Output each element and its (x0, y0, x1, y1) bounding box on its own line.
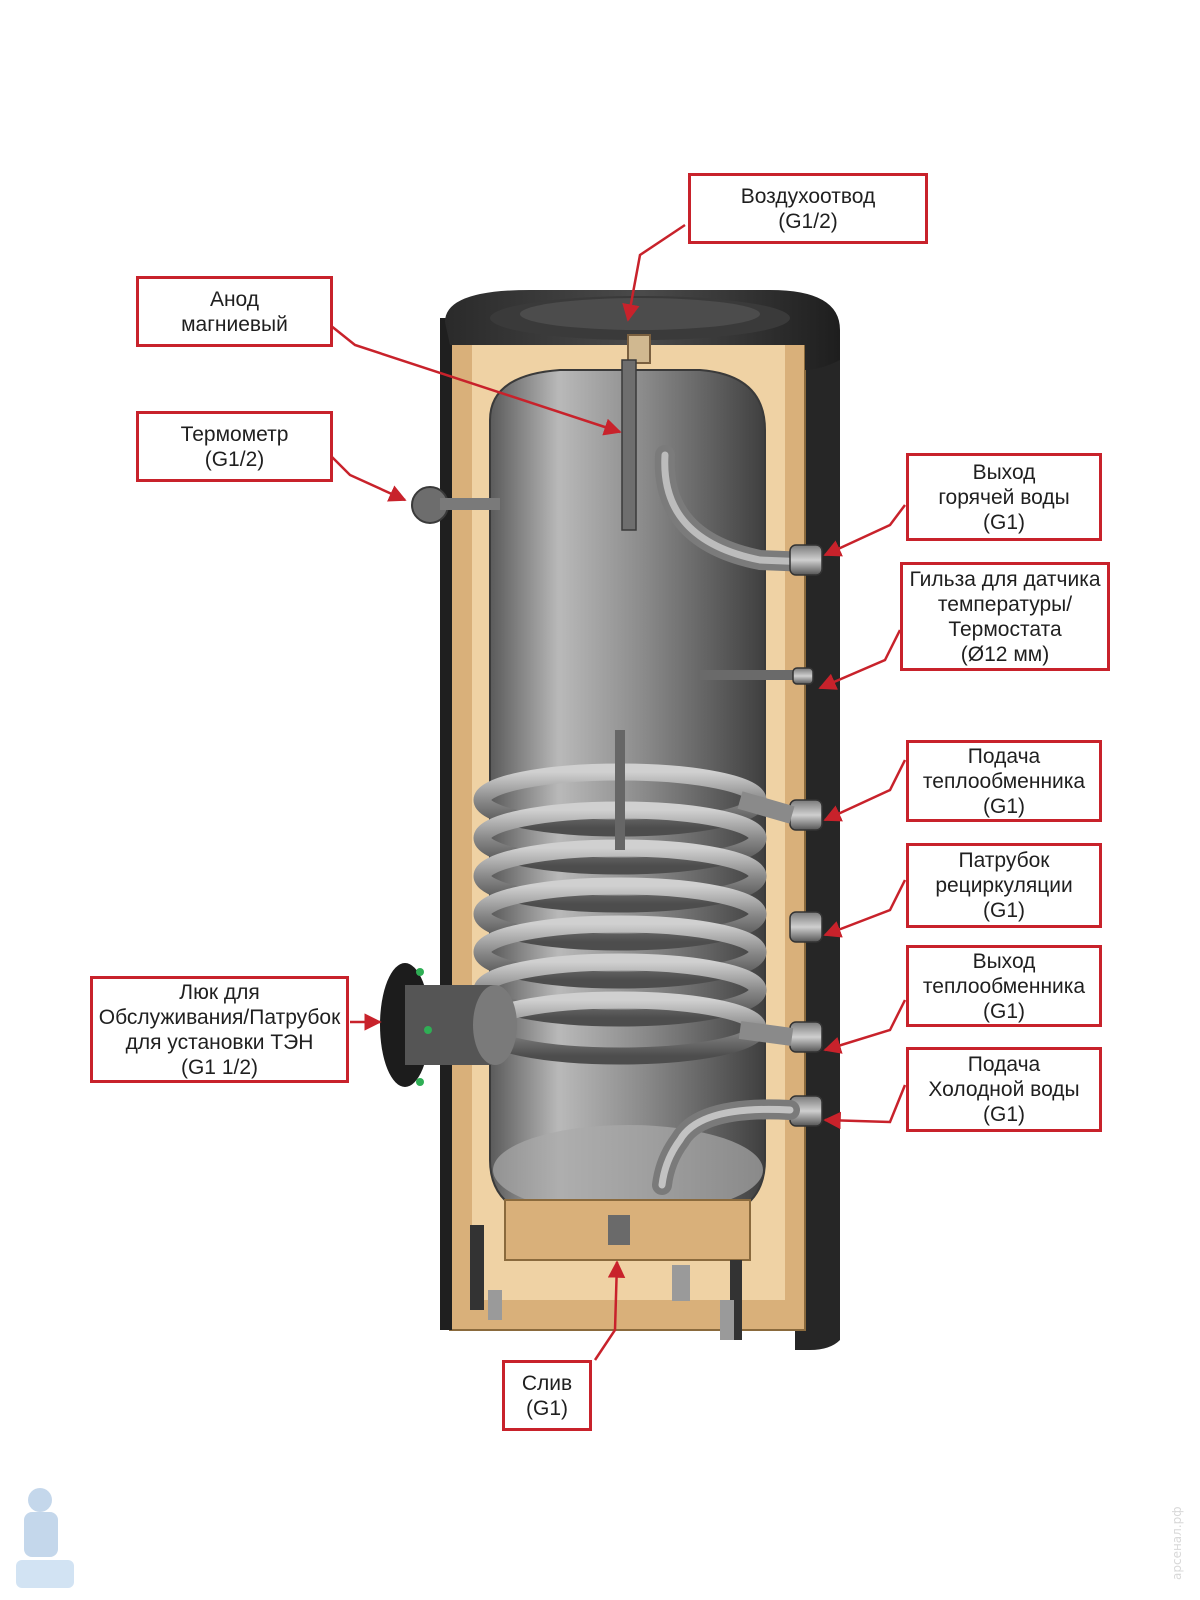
arrow-sensor-sleeve (818, 629, 902, 690)
stub-exchanger-supply (789, 799, 823, 831)
cold-water-pipe-highlight (658, 1105, 794, 1189)
label-exchanger-outlet-line-3: (G1) (983, 999, 1025, 1023)
label-recirculation-line-2: рециркуляции (935, 874, 1073, 897)
arrow-air-vent (622, 223, 686, 322)
left-leg (470, 1225, 484, 1310)
label-drain-line-2: (G1) (526, 1396, 568, 1420)
label-anode-line-1: Анод (209, 287, 260, 311)
label-hot-water-outlet: Выход горячей воды (G1) (906, 453, 1102, 541)
magnesium-anode-rod (621, 359, 637, 531)
logo-head (28, 1488, 52, 1512)
label-exchanger-outlet-line-2: теплообменника (922, 974, 1086, 998)
coil-sensor-blade (615, 730, 625, 850)
right-foot (720, 1300, 734, 1340)
label-service-hatch-line-1: Люк для (179, 980, 260, 1004)
label-service-hatch: Люк для Обслуживания/Патрубок для устано… (90, 976, 349, 1083)
sensor-sleeve-rod (700, 670, 800, 680)
label-sensor-sleeve-line-3: Термостата (948, 617, 1062, 641)
coil-turn (473, 877, 767, 951)
arrow-hot-water (823, 504, 906, 557)
drain-fitting (608, 1215, 630, 1245)
label-service-hatch-line-4: (G1 1/2) (180, 1055, 259, 1079)
watermark: арсенал.рф (1170, 1480, 1194, 1590)
label-drain: Слив (G1) (502, 1360, 592, 1431)
label-sensor-sleeve-line-2: температуры/ (937, 592, 1073, 616)
stub-sensor (792, 667, 814, 685)
arrow-exchanger-outlet (823, 999, 907, 1054)
boiler-illustration (380, 290, 840, 1350)
outer-casing-left-edge (440, 318, 452, 1330)
label-exchanger-supply: Подача теплообменника (G1) (906, 740, 1102, 822)
label-hot-water-outlet-line-2: горячей воды (938, 485, 1070, 509)
label-recirculation-line-3: (G1) (983, 899, 1025, 922)
label-thermometer-line-2: (G1/2) (204, 447, 265, 471)
outer-casing-back (795, 330, 840, 1350)
right-connection-stubs (652, 544, 823, 1195)
label-hot-water-outlet-line-1: Выход (972, 460, 1036, 484)
label-drain-line-1: Слив (521, 1371, 573, 1395)
label-exchanger-outlet: Выход теплообменника (G1) (906, 945, 1102, 1027)
watermark-text: арсенал.рф (1170, 1506, 1184, 1580)
arrow-exchanger-supply (823, 759, 907, 822)
service-hatch (380, 963, 517, 1087)
stub-recirculation (789, 911, 823, 943)
label-recirculation-line-1: Патрубок (958, 849, 1050, 872)
label-recirculation: Патрубок рециркуляции (G1) (906, 843, 1102, 928)
label-exchanger-outlet-line-1: Выход (972, 949, 1036, 973)
label-cold-water-supply: Подача Холодной воды (G1) (906, 1047, 1102, 1132)
left-foot (488, 1290, 502, 1320)
label-service-hatch-line-3: для установки ТЭН (125, 1030, 314, 1054)
coil-outlet-pipe (738, 1021, 794, 1046)
label-sensor-sleeve: Гильза для датчика температуры/ Термоста… (900, 562, 1110, 671)
logo-base (16, 1560, 74, 1588)
logo-body (24, 1512, 58, 1557)
label-exchanger-supply-line-2: теплообменника (922, 769, 1086, 793)
lid-top-disc-inner (520, 298, 760, 330)
label-exchanger-supply-line-3: (G1) (983, 794, 1025, 818)
label-air-vent-line-2: (G1/2) (778, 209, 838, 233)
label-cold-water-supply-line-2: Холодной воды (928, 1078, 1080, 1101)
label-thermometer: Термометр (G1/2) (136, 411, 333, 482)
label-sensor-sleeve-line-4: (Ø12 мм) (960, 642, 1050, 666)
arrow-anode (329, 324, 622, 436)
coil-turn (473, 915, 767, 989)
label-sensor-sleeve-line-1: Гильза для датчика (909, 567, 1101, 591)
label-hot-water-outlet-line-3: (G1) (983, 510, 1025, 534)
label-cold-water-supply-line-3: (G1) (983, 1103, 1025, 1126)
arrow-recirculation (823, 879, 907, 938)
thermometer-stem (440, 498, 500, 510)
arrow-drain (593, 1260, 626, 1361)
label-air-vent-line-1: Воздухоотвод (740, 184, 876, 208)
hatch-bolt (416, 1078, 424, 1086)
tank-bottom-dome (493, 1125, 763, 1215)
label-air-vent: Воздухоотвод (G1/2) (688, 173, 928, 244)
hatch-bolt (424, 1026, 432, 1034)
label-exchanger-supply-line-1: Подача (967, 744, 1041, 768)
plumber-logo (16, 1488, 74, 1588)
coil-inlet-pipe (737, 791, 795, 824)
label-anode-line-2: магниевый (181, 312, 288, 336)
label-cold-water-supply-line-1: Подача (967, 1053, 1041, 1076)
label-thermometer-line-1: Термометр (180, 422, 289, 446)
hatch-neck-end (473, 985, 517, 1065)
arrow-thermometer (329, 454, 407, 502)
callout-arrows (329, 223, 907, 1361)
label-anode: Анод магниевый (136, 276, 333, 347)
middle-foot (672, 1265, 690, 1301)
coil-heat-exchanger (473, 730, 767, 1065)
air-vent-fitting (627, 334, 651, 364)
label-service-hatch-line-2: Обслуживания/Патрубок (98, 1005, 341, 1029)
arrow-cold-water (823, 1084, 907, 1130)
hot-water-pipe-highlight (661, 451, 814, 566)
hatch-bolt (416, 968, 424, 976)
stub-exchanger-outlet (789, 1021, 823, 1053)
stub-hot-water (789, 544, 823, 576)
